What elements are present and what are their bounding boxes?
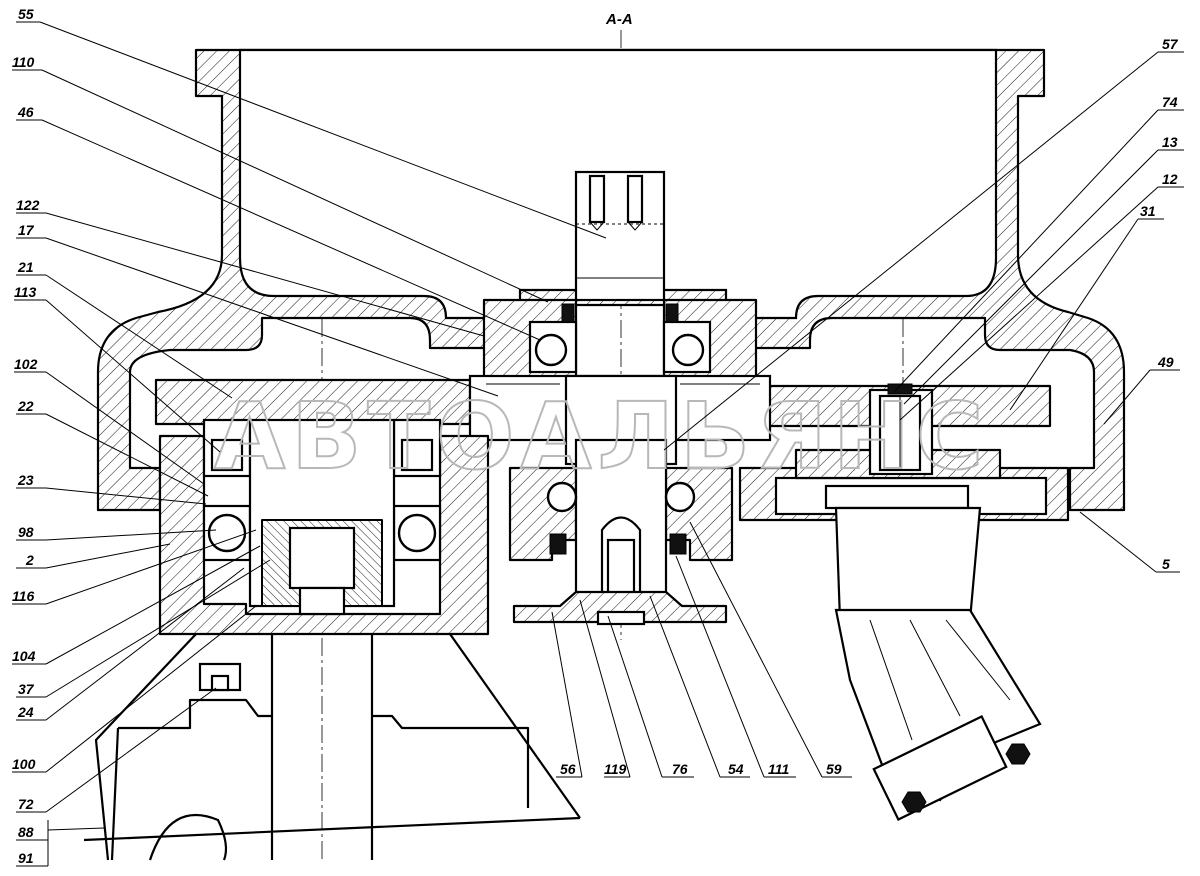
- label-22: 22: [17, 398, 34, 414]
- leader-lines: [12, 21, 1184, 867]
- label-12: 12: [1162, 171, 1178, 187]
- label-72: 72: [18, 796, 34, 812]
- label-46: 46: [17, 104, 34, 120]
- label-17: 17: [18, 222, 35, 238]
- label-110: 110: [12, 54, 35, 70]
- label-74: 74: [1162, 94, 1178, 110]
- label-111: 111: [768, 761, 789, 777]
- label-116: 116: [12, 588, 35, 604]
- label-5: 5: [1162, 556, 1170, 572]
- left-pinion-assembly: [158, 418, 490, 636]
- label-102: 102: [14, 356, 38, 372]
- label-37: 37: [18, 681, 35, 697]
- label-49: 49: [1157, 354, 1174, 370]
- upper-bearing-group: [482, 298, 758, 386]
- label-31: 31: [1140, 203, 1156, 219]
- lower-pedestal: [83, 633, 581, 861]
- label-21: 21: [17, 259, 34, 275]
- label-57: 57: [1162, 36, 1179, 52]
- watermark: АВТОАЛЬЯНС: [214, 383, 989, 490]
- output-shaft: [574, 170, 666, 302]
- label-100: 100: [12, 756, 36, 772]
- label-59: 59: [826, 761, 842, 777]
- intermediate-shaft: [508, 438, 734, 626]
- label-91: 91: [18, 850, 34, 866]
- hydraulic-motor: [738, 448, 1070, 821]
- label-119: 119: [604, 761, 627, 777]
- label-88: 88: [18, 824, 34, 840]
- label-56: 56: [560, 761, 576, 777]
- label-113: 113: [14, 284, 37, 300]
- label-76: 76: [672, 761, 688, 777]
- label-104: 104: [12, 648, 36, 664]
- label-98: 98: [18, 524, 34, 540]
- label-54: 54: [728, 761, 744, 777]
- label-24: 24: [17, 704, 34, 720]
- part-labels: 55 110 46 122 17 21 113 102 22 23 98 2 1…: [12, 6, 1179, 866]
- label-55: 55: [18, 6, 34, 22]
- label-2: 2: [25, 552, 34, 568]
- section-title: А-А: [605, 11, 633, 28]
- label-13: 13: [1162, 134, 1178, 150]
- label-122: 122: [16, 197, 40, 213]
- label-23: 23: [17, 472, 34, 488]
